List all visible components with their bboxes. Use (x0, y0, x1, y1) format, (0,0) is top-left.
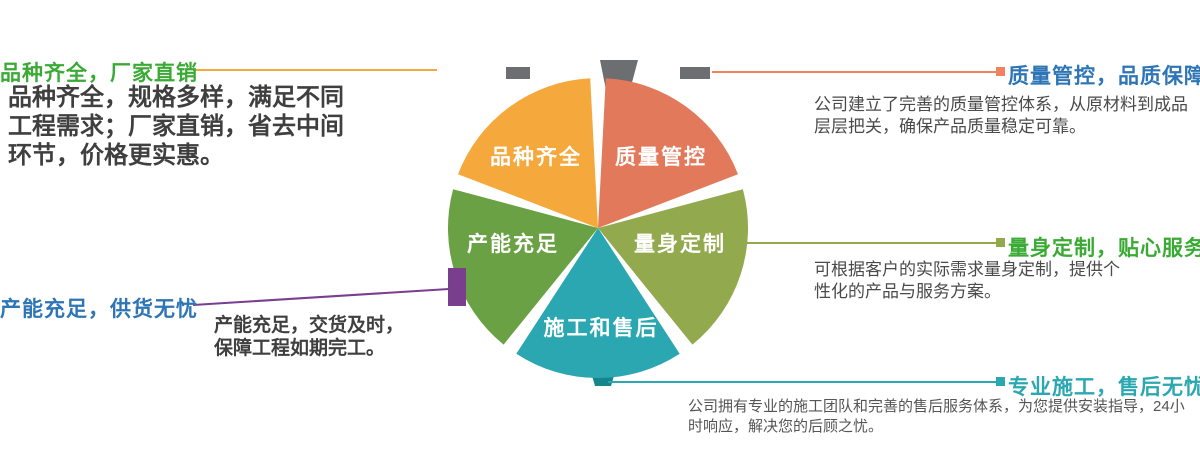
petal-variety (458, 78, 598, 228)
marker-bottom-right (996, 377, 1005, 386)
marker-top-right (996, 67, 1005, 76)
callout-body-mid-right: 可根据客户的实际需求量身定制，提供个性化的产品与服务方案。 (814, 260, 1120, 302)
callout-title-mid-right: 量身定制，贴心服务 (1008, 237, 1200, 260)
petal-capacity (447, 189, 598, 345)
callout-body-bottom-right: 公司拥有专业的施工团队和完善的售后服务体系，为您提供安装指导，24小时响应，解决… (688, 398, 1185, 435)
callout-title-bottom-right: 专业施工，售后无忧 (1008, 376, 1200, 399)
petal-label-variety: 品种齐全 (490, 146, 582, 169)
petal-label-quality: 质量管控 (615, 146, 707, 169)
petal-quality (598, 78, 738, 228)
tab-top-right (680, 67, 710, 79)
callout-title-top-left: 品种齐全，厂家直销 (0, 62, 198, 85)
callout-body-bottom-left: 产能充足，交货及时，保障工程如期完工。 (214, 315, 405, 359)
callout-body-top-right: 公司建立了完善的质量管控体系，从原材料到成品层层把关，确保产品质量稳定可靠。 (814, 95, 1188, 137)
petal-service (516, 228, 680, 379)
tab-left (448, 268, 466, 306)
tab-top-left (506, 67, 530, 79)
leader-line-bottom-left (192, 288, 450, 306)
marker-mid-right (996, 238, 1005, 247)
callout-title-top-right: 质量管控，品质保障 (1008, 65, 1200, 88)
petal-label-service: 施工和售后 (543, 317, 659, 340)
petal-label-custom: 量身定制 (634, 233, 726, 256)
petal-custom (598, 189, 749, 345)
callout-title-bottom-left: 产能充足，供货无忧 (0, 298, 198, 321)
callout-body-top-left: 品种齐全，规格多样，满足不同工程需求；厂家直销，省去中间环节，价格更实惠。 (8, 84, 344, 169)
petal-label-capacity: 产能充足 (467, 233, 559, 256)
